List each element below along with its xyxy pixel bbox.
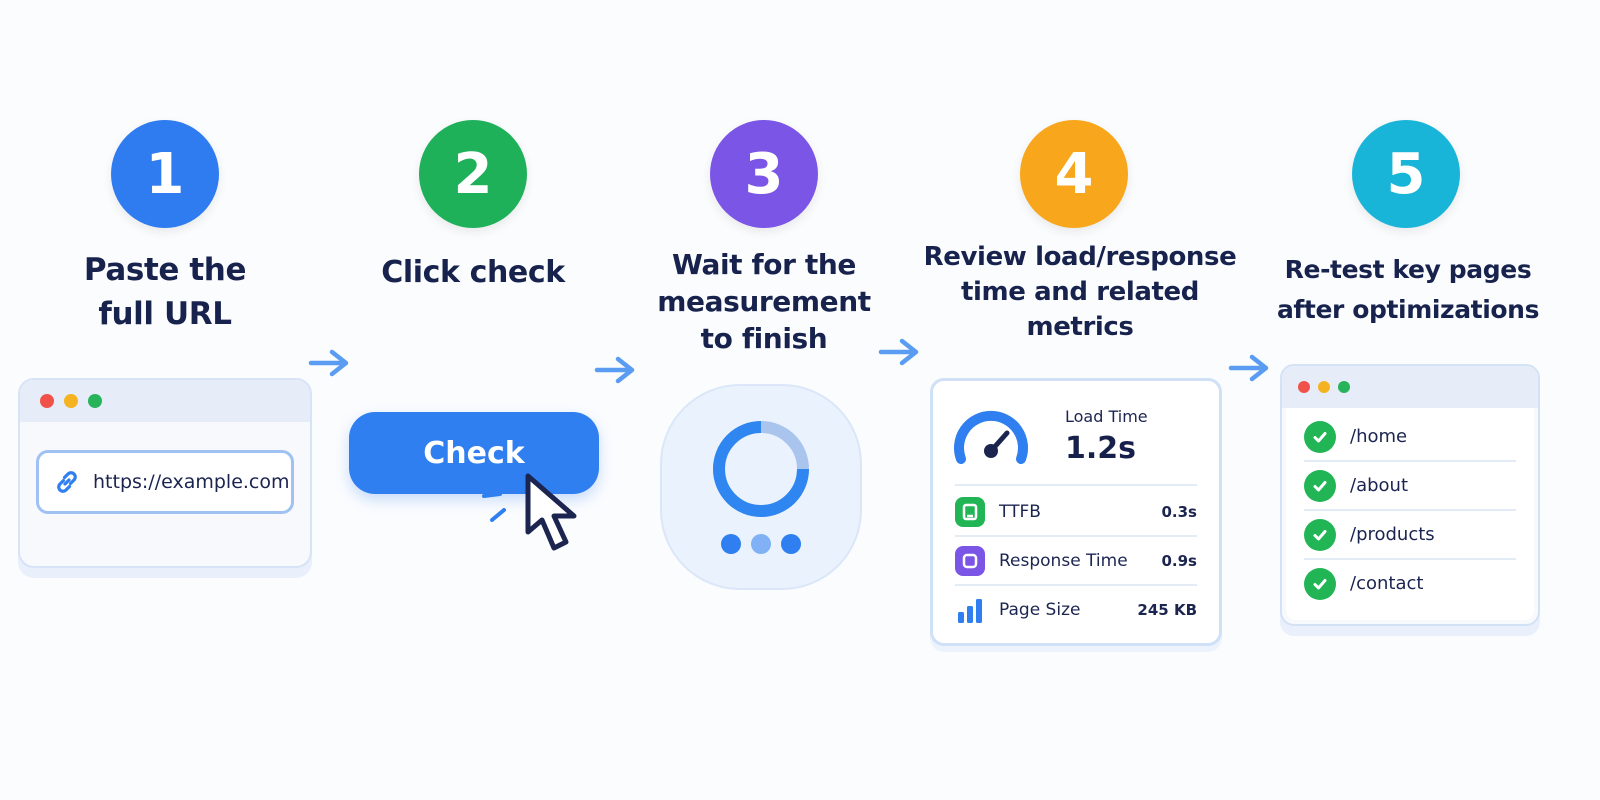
step-1-number: 1	[111, 120, 219, 228]
window-minimize-dot	[1318, 381, 1330, 393]
step-5-title-line-2: after optimizations	[1276, 295, 1540, 324]
step-3-number: 3	[710, 120, 818, 228]
url-text: https://example.com	[93, 471, 290, 493]
load-time-label: Load Time	[1065, 407, 1148, 426]
metric-value: 0.9s	[1161, 552, 1197, 570]
metric-value: 0.3s	[1161, 503, 1197, 521]
check-button[interactable]: Check	[349, 412, 599, 494]
window-close-dot	[1298, 381, 1310, 393]
metric-label: Page Size	[999, 600, 1081, 620]
link-icon	[57, 471, 77, 493]
divider	[1304, 460, 1516, 462]
divider	[1304, 509, 1516, 511]
pages-window: /home /about /products /contact	[1280, 364, 1540, 626]
bar-chart-icon	[958, 599, 982, 623]
step-2-number: 2	[419, 120, 527, 228]
metrics-card: Load Time 1.2s TTFB 0.3s Response Time 0…	[930, 378, 1222, 646]
check-circle-icon	[1304, 518, 1336, 551]
metric-row-ttfb: TTFB 0.3s	[955, 488, 1197, 536]
browser-window: https://example.com	[18, 378, 312, 568]
step-4-number: 4	[1020, 120, 1128, 228]
check-circle-icon	[1304, 567, 1336, 600]
step-1-title-line-1: Paste the	[83, 252, 247, 288]
divider	[1304, 558, 1516, 560]
window-maximize-dot	[1338, 381, 1350, 393]
pages-title-bar	[1282, 366, 1538, 408]
click-burst-icon	[482, 442, 550, 522]
list-item[interactable]: /contact	[1304, 559, 1516, 608]
server-icon	[955, 497, 985, 527]
divider	[955, 484, 1197, 486]
step-3-title: Wait for the measurement to finish	[630, 246, 898, 357]
arrow-right-icon	[594, 356, 635, 384]
cursor-arrow-icon	[525, 473, 577, 551]
step-3-title-line-2: measurement	[657, 285, 871, 318]
step-3-title-line-1: Wait for the	[672, 248, 856, 281]
arrow-right-icon	[878, 338, 919, 366]
step-2-title-line-1: Click check	[381, 255, 565, 290]
pages-list: /home /about /products /contact	[1286, 408, 1534, 620]
step-5-title-line-1: Re-test key pages	[1284, 255, 1532, 284]
divider	[955, 584, 1197, 586]
load-time-value: 1.2s	[1065, 431, 1137, 466]
step-3-title-line-3: to finish	[700, 322, 828, 355]
metric-row-response-time: Response Time 0.9s	[955, 537, 1197, 585]
metric-label: TTFB	[999, 502, 1041, 522]
arrow-right-icon	[308, 349, 349, 377]
metric-value: 245 KB	[1137, 601, 1197, 619]
loading-panel	[660, 384, 862, 590]
check-circle-icon	[1304, 420, 1336, 453]
page-path: /contact	[1350, 573, 1424, 594]
list-item[interactable]: /products	[1304, 510, 1516, 559]
window-maximize-dot	[88, 394, 102, 408]
browser-title-bar	[20, 380, 310, 422]
page-path: /products	[1350, 524, 1435, 545]
loading-dots-icon	[721, 534, 801, 554]
step-4-title: Review load/response time and related me…	[920, 240, 1240, 345]
arrow-right-icon	[1228, 354, 1269, 382]
list-item[interactable]: /home	[1304, 412, 1516, 461]
url-input[interactable]: https://example.com	[36, 450, 294, 514]
step-4-title-line-2: time and related	[960, 277, 1200, 307]
page-path: /home	[1350, 426, 1408, 447]
stopwatch-icon	[955, 546, 985, 576]
check-button-label: Check	[423, 435, 525, 471]
window-minimize-dot	[64, 394, 78, 408]
step-4-title-line-1: Review load/response	[923, 242, 1237, 272]
step-4-title-line-3: metrics	[1026, 312, 1134, 342]
step-1-title-line-2: full URL	[98, 296, 232, 332]
step-5-title: Re-test key pages after optimizations	[1266, 250, 1550, 330]
list-item[interactable]: /about	[1304, 461, 1516, 510]
spinner-icon	[713, 421, 809, 517]
step-2-title: Click check	[348, 254, 598, 291]
metric-label: Response Time	[999, 551, 1128, 571]
step-5-number: 5	[1352, 120, 1460, 228]
step-1-title: Paste the full URL	[40, 248, 290, 336]
check-circle-icon	[1304, 469, 1336, 502]
metric-row-page-size: Page Size 245 KB	[955, 586, 1197, 634]
speedometer-icon	[954, 410, 1028, 464]
page-path: /about	[1350, 475, 1408, 496]
divider	[955, 535, 1197, 537]
window-close-dot	[40, 394, 54, 408]
